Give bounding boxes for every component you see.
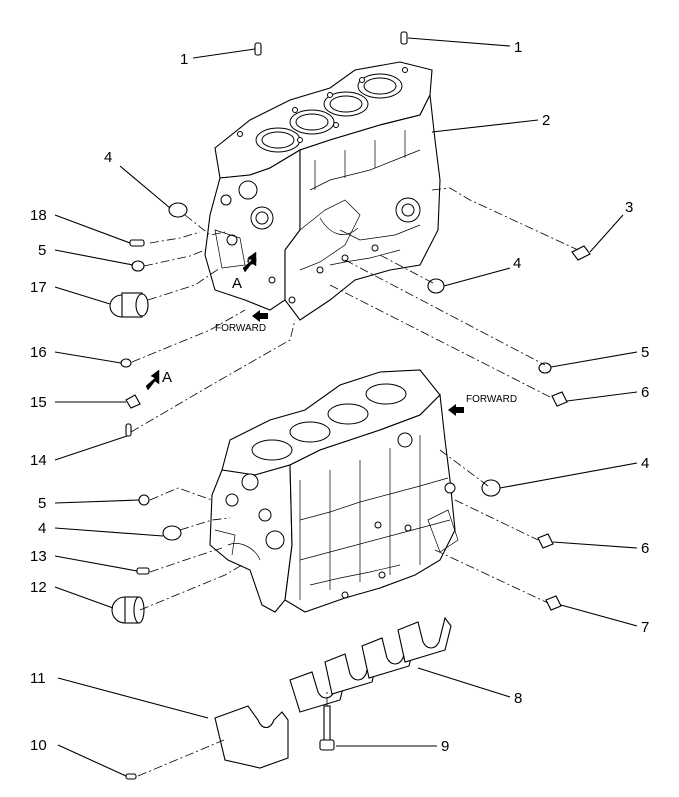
callout-16: 16 xyxy=(30,344,47,361)
dowel-13 xyxy=(136,567,150,575)
forward-annotations: FORWARD FORWARD xyxy=(215,323,517,405)
plug-5-lower xyxy=(138,494,150,506)
callout-15: 15 xyxy=(30,394,47,411)
callout-14: 14 xyxy=(30,452,47,469)
expansion-plug-lower-right xyxy=(481,479,501,497)
dowel-18 xyxy=(129,239,145,247)
callout-1-right: 1 xyxy=(514,39,522,56)
callout-10: 10 xyxy=(30,737,47,754)
callout-8: 8 xyxy=(514,690,522,707)
large-plug-12 xyxy=(111,596,145,624)
plug-6-lower xyxy=(537,533,554,549)
callout-5-upper-right: 5 xyxy=(641,344,649,361)
callout-6-lower: 6 xyxy=(641,540,649,557)
view-arrow-a-lower xyxy=(145,369,160,391)
plug-3 xyxy=(571,245,591,261)
callout-6-upper: 6 xyxy=(641,384,649,401)
callout-4-upper-right: 4 xyxy=(513,255,521,272)
plug-6-upper xyxy=(551,391,568,407)
callout-4-upper-left: 4 xyxy=(104,149,112,166)
plug-5-upper-left xyxy=(131,260,145,272)
assembly-lines xyxy=(130,187,579,777)
callout-18: 18 xyxy=(30,207,47,224)
callout-labels: 1 1 2 3 4 4 4 4 5 5 5 6 6 7 8 9 10 11 12… xyxy=(30,39,649,755)
forward-label-lower: FORWARD xyxy=(466,394,517,405)
view-label-a-upper: A xyxy=(232,275,242,292)
callout-7: 7 xyxy=(641,619,649,636)
callout-3: 3 xyxy=(625,199,633,216)
pin-10 xyxy=(125,773,137,780)
callout-4-lower-right: 4 xyxy=(641,455,649,472)
large-plug-17 xyxy=(109,292,149,318)
parts xyxy=(109,31,591,780)
expansion-plug-lower-left xyxy=(162,525,182,541)
forward-label-upper: FORWARD xyxy=(215,323,266,334)
callout-2: 2 xyxy=(542,112,550,129)
expansion-plug-upper-left xyxy=(168,202,188,218)
dowel-pin-right xyxy=(400,31,408,45)
upper-cylinder-block xyxy=(204,61,441,321)
callout-12: 12 xyxy=(30,579,47,596)
callout-5-upper-left: 5 xyxy=(38,242,46,259)
view-label-a-lower: A xyxy=(162,369,172,386)
callout-1-left: 1 xyxy=(180,51,188,68)
main-bearing-caps-8 xyxy=(289,616,452,713)
leader-lines xyxy=(54,37,638,777)
plug-7 xyxy=(545,595,562,611)
view-arrow-a-upper xyxy=(242,251,257,273)
dowel-pin-left xyxy=(254,42,262,56)
plug-16 xyxy=(120,358,132,368)
callout-9: 9 xyxy=(441,738,449,755)
callout-11: 11 xyxy=(30,670,46,687)
callout-13: 13 xyxy=(30,548,47,565)
expansion-plug-upper-right xyxy=(427,278,445,294)
forward-arrow-lower xyxy=(448,404,464,416)
callout-5-lower-left: 5 xyxy=(38,495,46,512)
forward-arrow-upper xyxy=(252,310,268,322)
callout-17: 17 xyxy=(30,279,47,296)
callout-4-lower-left: 4 xyxy=(38,520,46,537)
plug-15 xyxy=(125,394,141,409)
pin-14 xyxy=(125,423,132,437)
lower-cylinder-block xyxy=(209,369,459,613)
view-labels: A A xyxy=(162,275,242,386)
plug-5-upper-right xyxy=(538,362,552,374)
rear-bearing-cap-11 xyxy=(214,705,289,769)
bolt-9 xyxy=(319,705,335,751)
